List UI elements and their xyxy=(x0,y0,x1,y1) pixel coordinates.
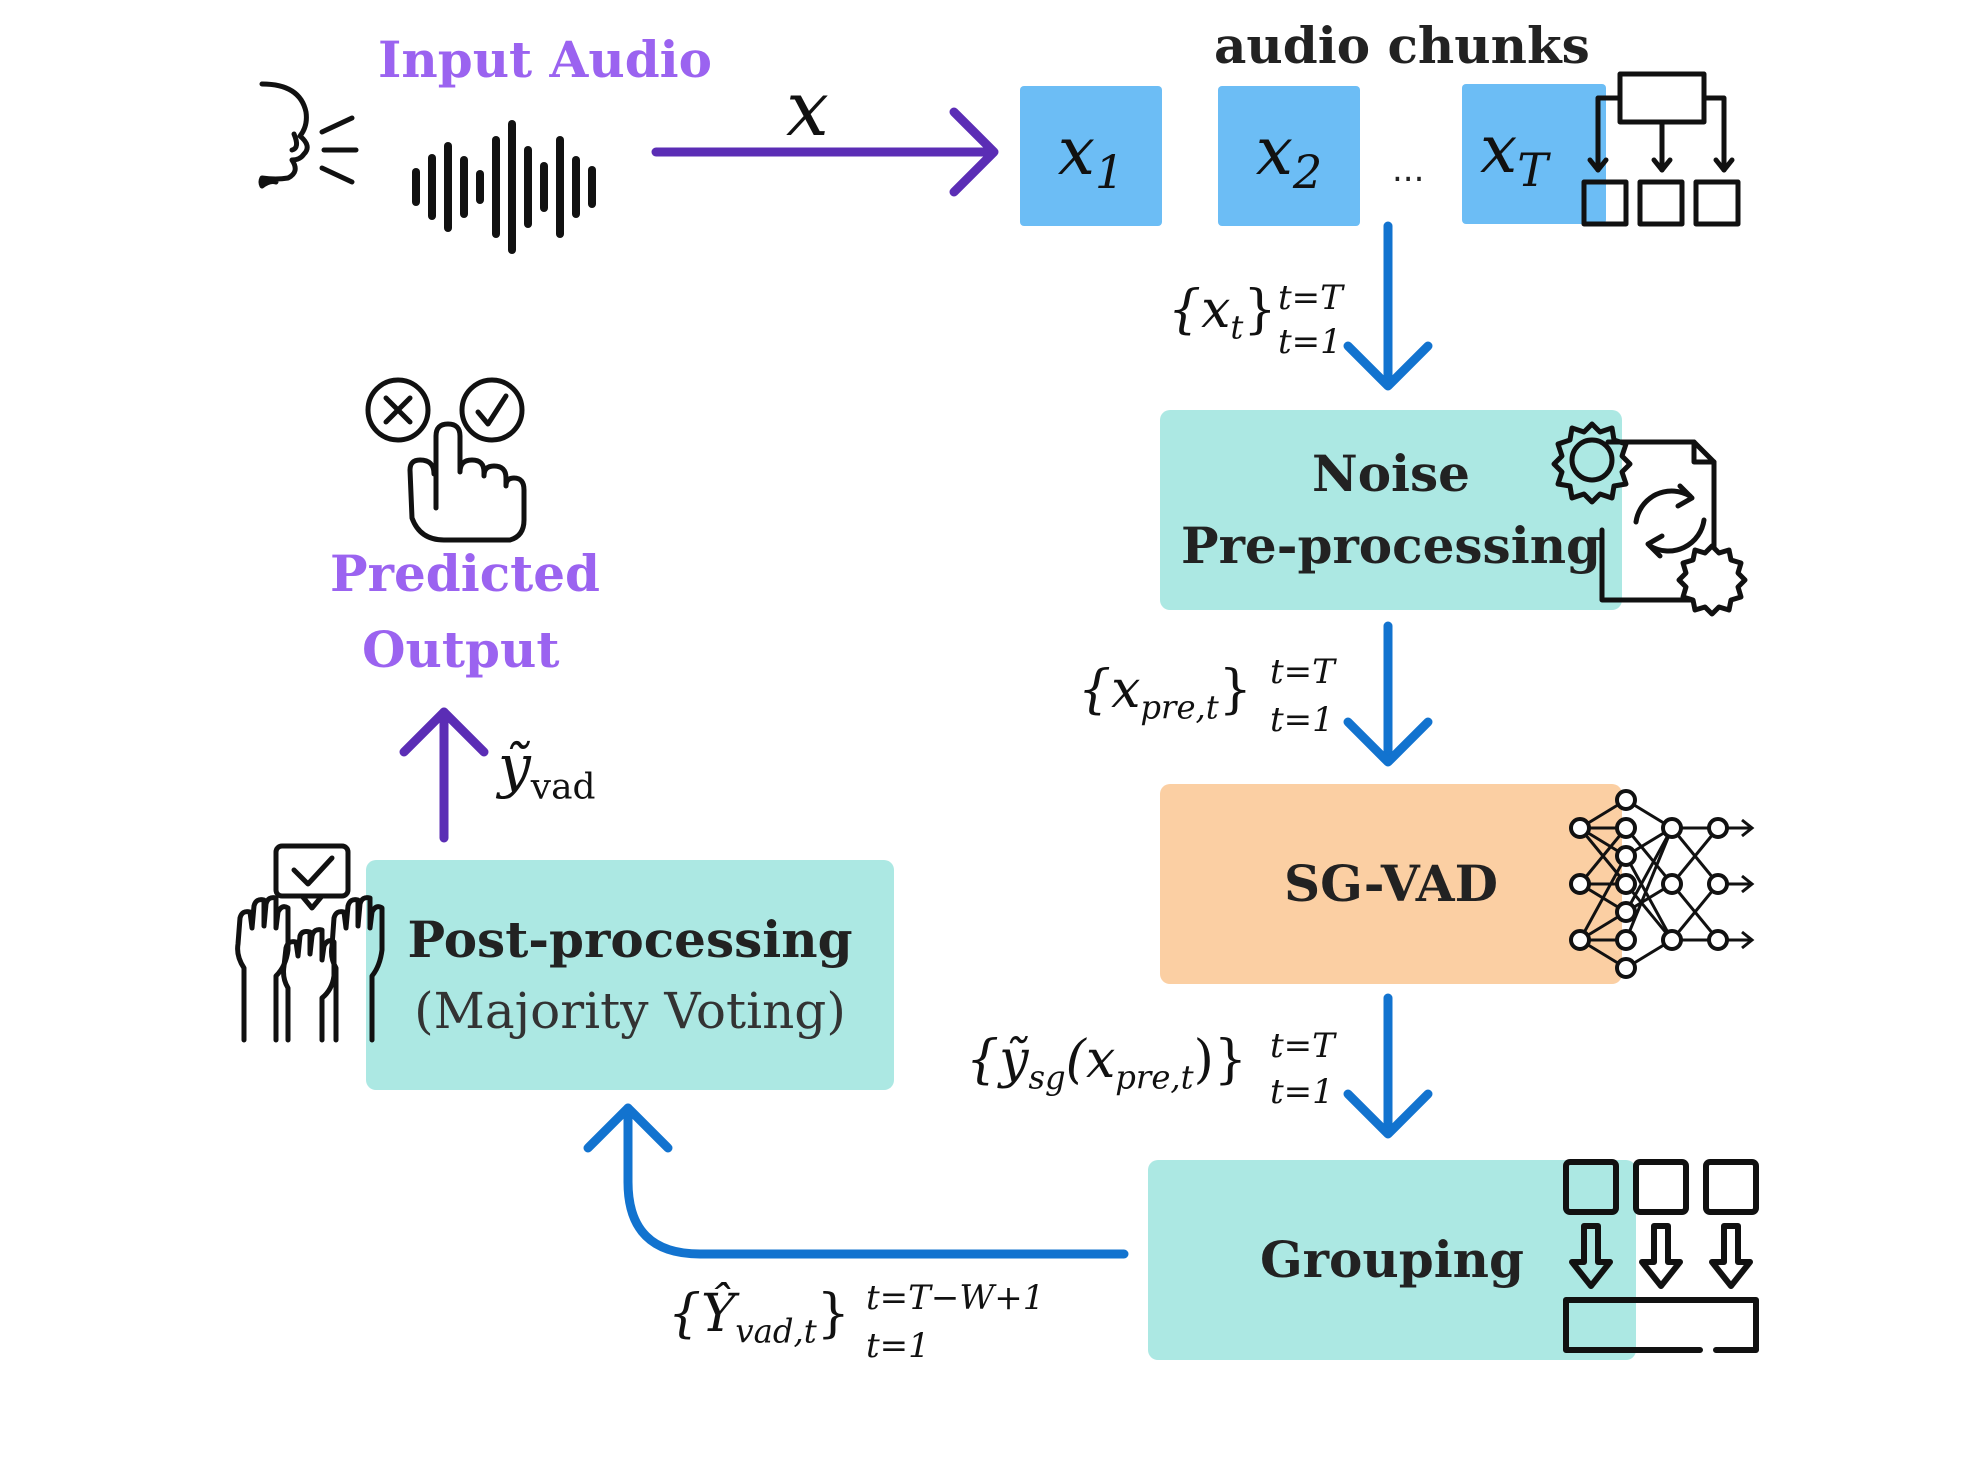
voting-hands-icon xyxy=(235,843,385,1043)
edge-label-chunks-noise: {xt} xyxy=(1168,280,1277,347)
predicted-output-line1: Predicted xyxy=(330,544,601,603)
chunk-box-2: x2 xyxy=(1218,86,1360,226)
edge-label-noise-sgvad-sub: t=1 xyxy=(1270,700,1334,740)
arrow-input-to-chunks xyxy=(651,107,999,197)
input-audio-label: Input Audio xyxy=(378,30,713,89)
grouping-label: Grouping xyxy=(1259,1229,1524,1289)
arrow-grouping-to-post xyxy=(583,1103,1129,1259)
chunk-box-T: xT xyxy=(1462,84,1606,224)
ellipsis-label: ... xyxy=(1392,150,1425,190)
arrow-chunks-to-noise xyxy=(1343,221,1433,391)
hierarchy-icon xyxy=(1581,71,1741,227)
edge-label-grouping-post: {Ŷvad,t} xyxy=(668,1284,850,1351)
x-signal-label: x xyxy=(786,64,829,153)
noise-preprocessing-box: Noise Pre-processing xyxy=(1160,410,1622,610)
waveform-icon xyxy=(412,120,596,254)
decision-hand-icon xyxy=(365,377,527,543)
edge-label-chunks-noise-sup: t=T xyxy=(1278,278,1343,318)
chunk-label-T: xT xyxy=(1480,110,1549,198)
edge-label-chunks-noise-sub: t=1 xyxy=(1278,322,1342,362)
grouping-box: Grouping xyxy=(1148,1160,1636,1360)
settings-refresh-icon xyxy=(1551,421,1748,617)
post-box-line2: (Majority Voting) xyxy=(414,982,846,1041)
chunk-label-1: x1 xyxy=(1057,112,1125,200)
neural-network-icon xyxy=(1569,789,1755,979)
edge-label-grouping-post-sup: t=T−W+1 xyxy=(866,1278,1045,1318)
chunk-box-1: x1 xyxy=(1020,86,1162,226)
arrow-noise-to-sgvad xyxy=(1343,621,1433,767)
arrow-post-to-output xyxy=(399,707,489,843)
grouping-icon xyxy=(1563,1159,1759,1353)
edge-label-noise-sgvad: {xpre,t} xyxy=(1078,660,1252,727)
speaking-head-icon xyxy=(258,81,359,189)
edge-label-sgvad-grouping: {ỹsg(xpre,t)} xyxy=(966,1030,1247,1097)
edge-label-grouping-post-sub: t=1 xyxy=(866,1326,930,1366)
edge-label-noise-sgvad-sup: t=T xyxy=(1270,652,1335,692)
arrow-sgvad-to-grouping xyxy=(1343,993,1433,1139)
noise-box-line2: Pre-processing xyxy=(1180,516,1602,575)
noise-box-line1: Noise xyxy=(1311,443,1470,503)
post-box-line1: Post-processing xyxy=(407,909,853,969)
post-processing-box: Post-processing (Majority Voting) xyxy=(366,860,894,1090)
audio-chunks-label: audio chunks xyxy=(1214,16,1590,75)
sg-vad-box: SG-VAD xyxy=(1160,784,1622,984)
edge-label-sgvad-grouping-sup: t=T xyxy=(1270,1026,1335,1066)
chunk-label-2: x2 xyxy=(1255,112,1323,200)
edge-label-sgvad-grouping-sub: t=1 xyxy=(1270,1072,1334,1112)
sg-vad-label: SG-VAD xyxy=(1284,853,1498,913)
predicted-output-line2: Output xyxy=(362,620,560,679)
edge-label-post-output: ỹvad xyxy=(498,732,596,808)
